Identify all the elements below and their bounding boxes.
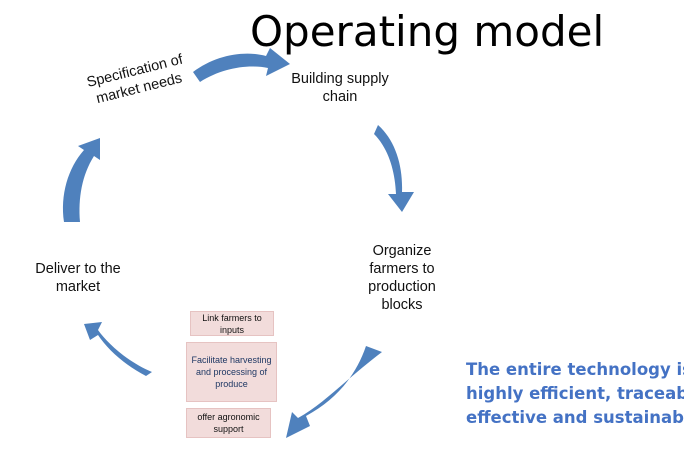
- diagram-title: Operating model: [250, 7, 605, 56]
- step-building-supply-chain: Building supply chain: [291, 71, 389, 105]
- step-organize-farmers: Organize farmers to production blocks: [368, 243, 436, 313]
- arrow-spec-to-building: [193, 48, 290, 82]
- technology-tagline: The entire technology is highly efficien…: [466, 358, 684, 430]
- activity-link-label: Link farmers to inputs: [202, 312, 262, 335]
- arrow-deliver-to-spec: [62, 138, 100, 222]
- tagline-line-1: The entire technology is: [466, 360, 684, 379]
- activity-agronomic-label: offer agronomic support: [197, 412, 260, 434]
- arrow-to-deliver: [84, 322, 152, 376]
- tagline-line-3: effective and sustainable: [466, 408, 684, 427]
- activity-agronomic-support: offer agronomic support: [186, 408, 271, 438]
- step-deliver-to-market: Deliver to the market: [35, 261, 121, 295]
- activity-link-farmers-to-inputs: Link farmers to inputs: [190, 311, 274, 336]
- activity-harvest-label: Facilitate harvesting and processing of …: [191, 355, 272, 389]
- activity-facilitate-harvesting: Facilitate harvesting and processing of …: [186, 342, 277, 402]
- tagline-line-2: highly efficient, traceable,: [466, 384, 684, 403]
- arrow-building-to-organize: [374, 125, 414, 212]
- arrow-organize-to-support: [286, 346, 382, 438]
